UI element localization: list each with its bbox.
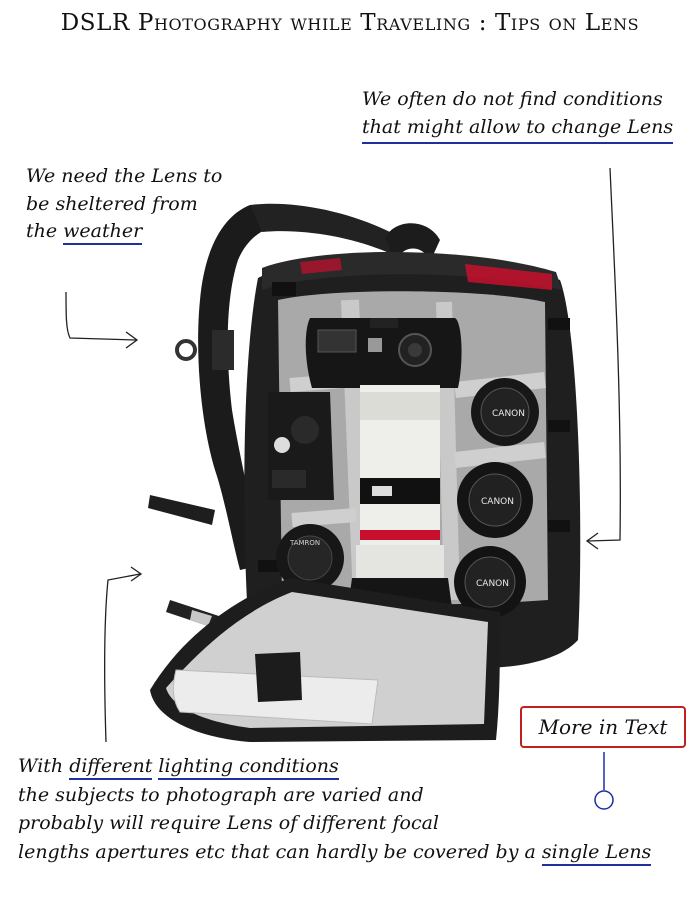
telephoto-lens: [348, 385, 452, 608]
svg-text:CANON: CANON: [481, 497, 514, 507]
note-line: the weather: [26, 218, 222, 246]
svg-text:TAMRON: TAMRON: [289, 539, 320, 547]
note-line: We often do not find conditions: [362, 88, 663, 110]
note-line: probably will require Lens of different …: [18, 812, 439, 834]
lens-stack-right: CANON CANON CANON: [454, 378, 539, 618]
note-highlight-lighting: lighting conditions: [158, 755, 339, 780]
note-highlight-weather: weather: [63, 220, 143, 246]
button-pointer: [594, 752, 614, 810]
svg-text:CANON: CANON: [476, 579, 509, 589]
left-camera: [268, 392, 334, 500]
note-text: lengths apertures etc that can hardly be…: [18, 840, 542, 863]
note-highlight-different: different: [69, 755, 153, 780]
note-text: the: [26, 220, 64, 243]
arrow-to-bag-right: [585, 167, 621, 550]
front-flap: [150, 578, 500, 742]
camera-body: [305, 318, 462, 388]
note-line: We need the Lens to: [26, 165, 223, 187]
note-line: be sheltered from: [26, 192, 198, 215]
note-lens-change-conditions: We often do not find conditions that mig…: [362, 86, 674, 145]
lens-2: CANON: [457, 462, 533, 538]
note-lighting-conditions: With different lighting conditions the s…: [18, 752, 652, 867]
arrow-to-bag-left: [65, 291, 139, 349]
note-weather-shelter: We need the Lens to be sheltered from th…: [26, 163, 222, 246]
lens-1: CANON: [471, 378, 539, 446]
note-highlight-single-lens: single Lens: [541, 840, 652, 866]
note-line: With different lighting conditions: [18, 752, 651, 781]
lens-3: CANON: [454, 546, 526, 618]
arrow-to-bag-bottom: [104, 566, 143, 743]
note-line: the subjects to photograph are varied an…: [18, 783, 424, 806]
more-in-text-button[interactable]: More in Text: [520, 706, 686, 748]
page-title: DSLR Photography while Traveling : Tips …: [60, 10, 640, 36]
left-lens: TAMRON: [276, 524, 344, 592]
note-line-highlight: that might allow to change Lens: [362, 114, 674, 145]
note-line: lengths apertures etc that can hardly be…: [18, 838, 652, 867]
note-text: With: [18, 755, 70, 777]
svg-text:CANON: CANON: [492, 409, 525, 419]
